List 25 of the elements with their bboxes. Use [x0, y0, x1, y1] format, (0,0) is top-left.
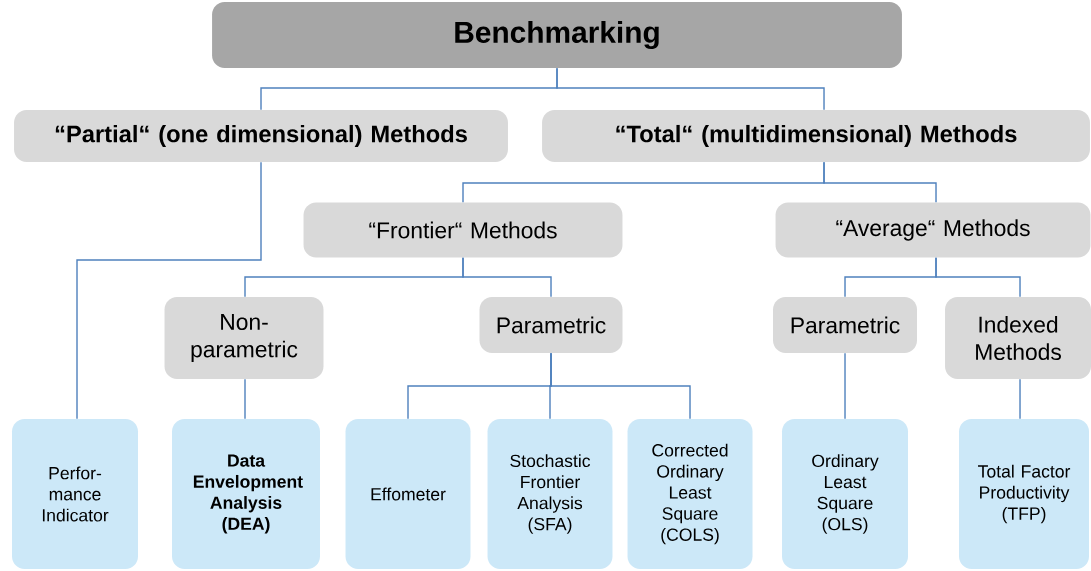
category-box: “Frontier“ Methods: [303, 202, 623, 258]
category-box: Indexed Methods: [945, 297, 1091, 379]
connector-line: [1019, 378, 1021, 420]
connector-line: [844, 352, 846, 420]
connector-line: [462, 257, 552, 298]
method-box: Perfor- mance Indicator: [12, 419, 138, 569]
connector-line: [935, 257, 1021, 298]
title-box: Benchmarking: [212, 2, 902, 68]
connector-line: [556, 67, 825, 111]
method-box: Effometer: [345, 419, 471, 569]
connector-line: [244, 378, 246, 420]
category-box: Parametric: [773, 297, 917, 353]
connector-line: [76, 161, 262, 420]
method-box: Total Factor Productivity (TFP): [959, 419, 1089, 569]
category-box: Parametric: [479, 297, 623, 353]
category-box: “Average“ Methods: [775, 202, 1091, 258]
method-box: Data Envelopment Analysis (DEA): [172, 419, 320, 569]
connector-line: [550, 352, 691, 420]
method-box: Corrected Ordinary Least Square (COLS): [627, 419, 753, 569]
category-box: “Partial“ (one dimensional) Methods: [14, 110, 508, 162]
category-box: Non- parametric: [164, 297, 324, 379]
method-box: Stochastic Frontier Analysis (SFA): [487, 419, 613, 569]
method-box: Ordinary Least Square (OLS): [782, 419, 908, 569]
category-box: “Total“ (multidimensional) Methods: [542, 110, 1090, 162]
connector-line: [823, 161, 937, 203]
